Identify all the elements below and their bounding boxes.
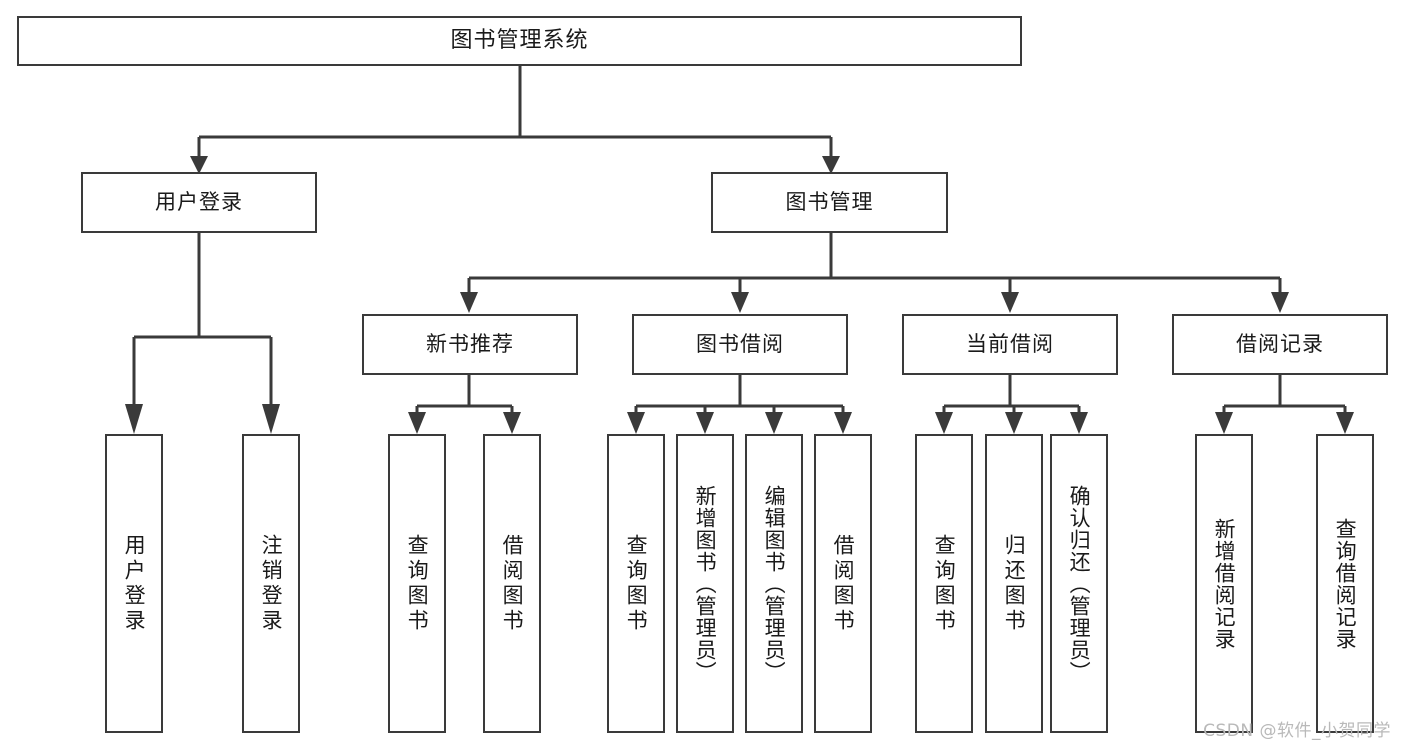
leaf-current-borrow-query[interactable]: 查询图书 xyxy=(915,434,973,733)
leaf-book-borrow-edit[interactable]: 编辑图书（管理员） xyxy=(745,434,803,733)
leaf-user-login-signin[interactable]: 用户登录 xyxy=(105,434,163,733)
leaf-current-borrow-return[interactable]: 归还图书 xyxy=(985,434,1043,733)
leaf-current-borrow-confirm-return[interactable]: 确认归还（管理员） xyxy=(1050,434,1108,733)
node-root-system[interactable]: 图书管理系统 xyxy=(17,16,1022,66)
leaf-borrow-record-add[interactable]: 新增借阅记录 xyxy=(1195,434,1253,733)
leaf-book-borrow-query[interactable]: 查询图书 xyxy=(607,434,665,733)
leaf-user-login-signout[interactable]: 注销登录 xyxy=(242,434,300,733)
node-book-management[interactable]: 图书管理 xyxy=(711,172,948,233)
leaf-book-borrow-lend[interactable]: 借阅图书 xyxy=(814,434,872,733)
leaf-new-book-borrow[interactable]: 借阅图书 xyxy=(483,434,541,733)
leaf-new-book-query[interactable]: 查询图书 xyxy=(388,434,446,733)
node-current-borrow[interactable]: 当前借阅 xyxy=(902,314,1118,375)
node-user-login[interactable]: 用户登录 xyxy=(81,172,317,233)
leaf-book-borrow-add[interactable]: 新增图书（管理员） xyxy=(676,434,734,733)
leaf-borrow-record-query[interactable]: 查询借阅记录 xyxy=(1316,434,1374,733)
csdn-watermark: CSDN @软件_小贺同学 xyxy=(1203,721,1391,741)
node-new-book-recommend[interactable]: 新书推荐 xyxy=(362,314,578,375)
node-borrow-record[interactable]: 借阅记录 xyxy=(1172,314,1388,375)
node-book-borrow[interactable]: 图书借阅 xyxy=(632,314,848,375)
